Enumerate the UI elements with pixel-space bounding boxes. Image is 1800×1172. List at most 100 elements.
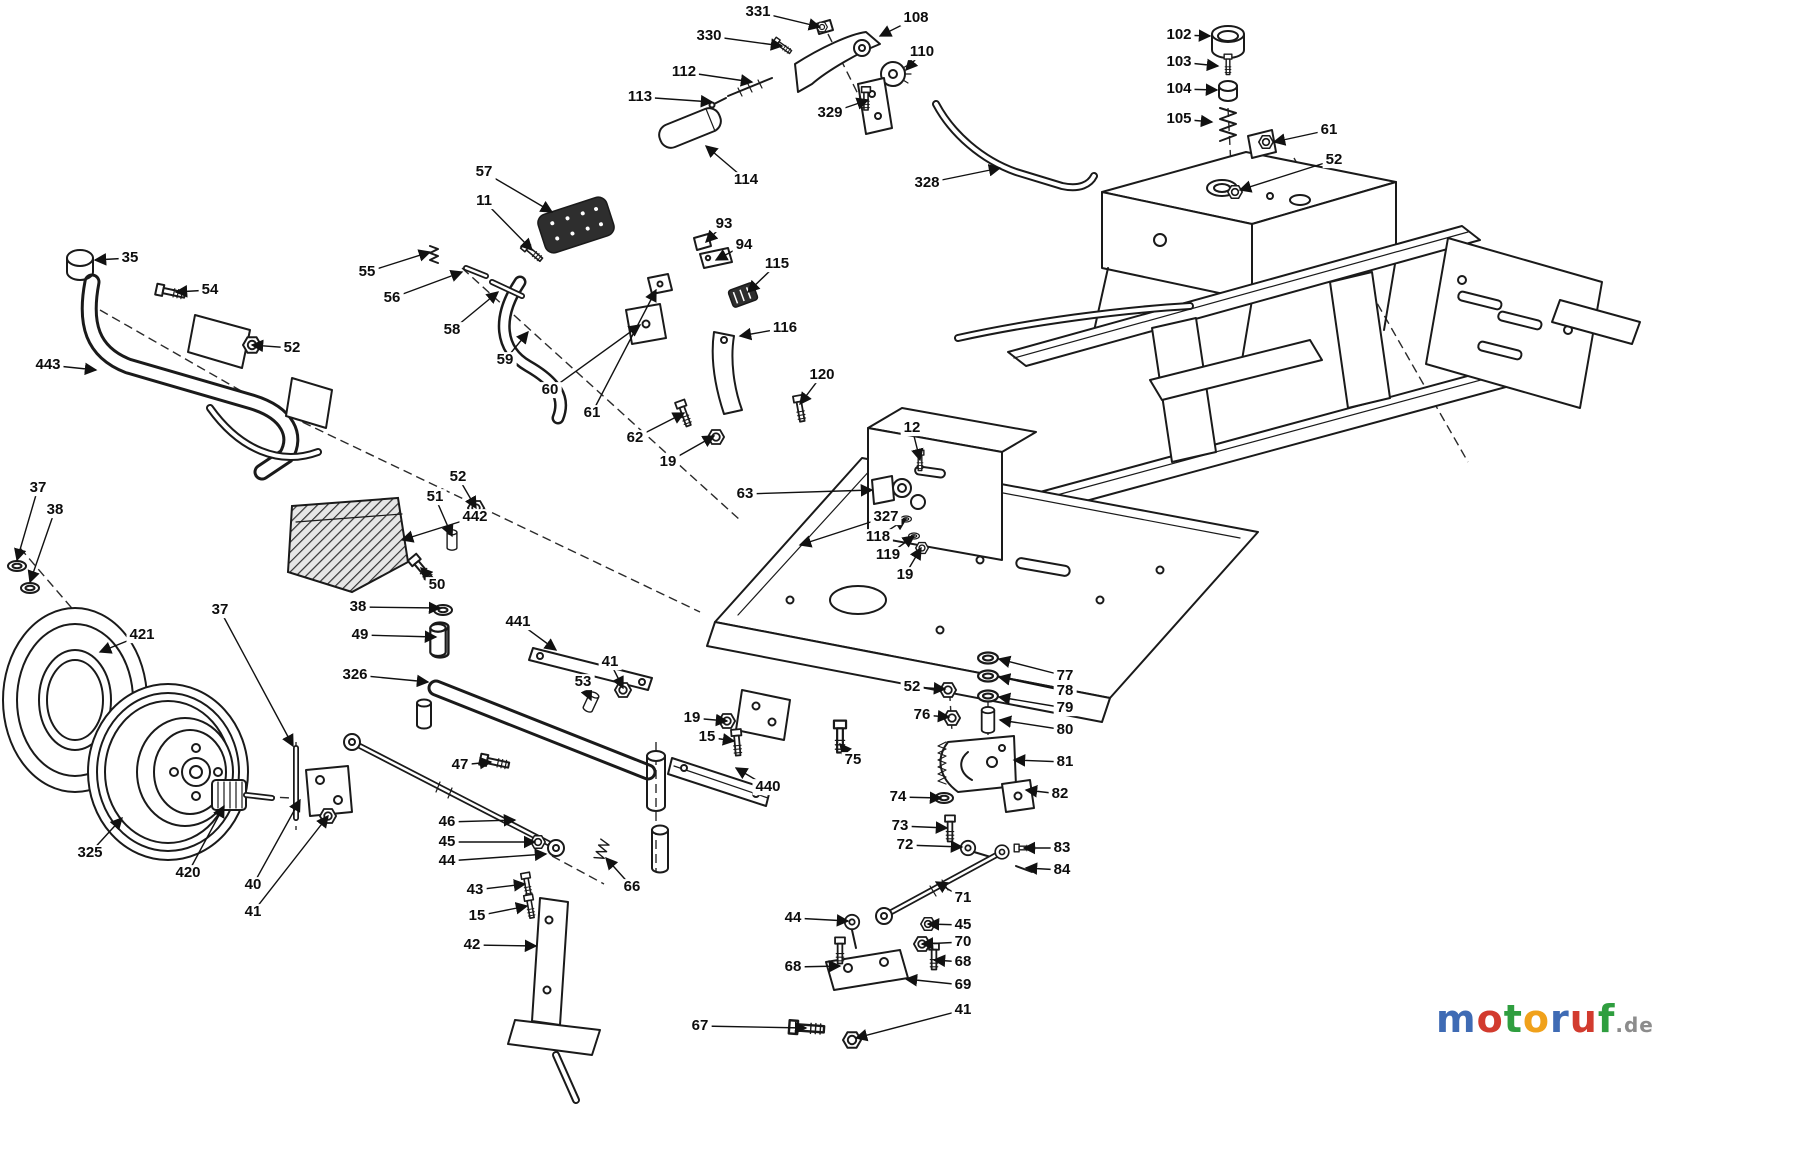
leader-line-61 <box>591 288 657 414</box>
leader-line-115 <box>746 263 778 293</box>
pedal-assembly <box>429 196 759 425</box>
leader-line-102 <box>1178 29 1212 42</box>
leader-line-72 <box>904 840 964 853</box>
logo-letter: f <box>1597 997 1616 1041</box>
leader-line-104 <box>1178 83 1219 97</box>
deflector-442 <box>286 496 410 594</box>
pin-84 <box>1015 865 1033 873</box>
leader-line-110 <box>905 51 923 72</box>
leader-line-103 <box>1178 58 1220 72</box>
leader-line-11 <box>483 200 533 252</box>
spring-55 <box>429 245 439 264</box>
leader-line-38 <box>27 509 56 584</box>
leader-line-61 <box>1272 129 1330 146</box>
leader-line-326 <box>354 674 430 688</box>
drag-link-440 <box>667 757 771 807</box>
leader-line-54 <box>174 285 211 298</box>
leader-line-62 <box>634 412 686 439</box>
leader-line-57 <box>483 171 554 213</box>
front-axle-assembly <box>343 621 669 1104</box>
pedal-pad-57 <box>537 196 615 254</box>
leader-line-74 <box>897 791 943 805</box>
leader-line-52 <box>457 476 477 510</box>
rod-328 <box>932 100 1098 192</box>
leader-line-53 <box>580 681 593 702</box>
leader-line-38 <box>357 601 442 615</box>
bumper-cap-35 <box>66 249 94 267</box>
motoruf-logo-suffix: .de <box>1615 1013 1654 1037</box>
leader-line-330 <box>708 35 784 51</box>
hub-420 <box>211 779 275 811</box>
leader-line-42 <box>471 939 538 953</box>
motoruf-logo[interactable]: motoruf.de <box>1436 1000 1654 1038</box>
leader-line-19 <box>667 435 716 463</box>
seat-support-beam <box>1149 339 1323 401</box>
leader-line-66 <box>605 856 633 888</box>
leader-line-420 <box>187 804 225 874</box>
grip-114 <box>658 107 722 149</box>
motoruf-logo-word: motoruf <box>1436 997 1615 1041</box>
spring-105 <box>1219 107 1237 142</box>
frame <box>954 225 1641 557</box>
brake-lever-assembly <box>658 19 1098 192</box>
sector-gear-81 <box>939 735 1017 793</box>
leader-line-43 <box>474 879 527 892</box>
leader-line-45 <box>926 918 964 931</box>
leader-line-81 <box>1012 754 1066 767</box>
logo-letter: o <box>1476 997 1504 1041</box>
leader-line-58 <box>451 291 500 331</box>
grommet-104 <box>1218 80 1238 92</box>
clip-93 <box>693 233 712 251</box>
leader-line-35 <box>93 253 131 266</box>
leader-line-52 <box>1238 159 1335 193</box>
leader-line-80 <box>998 715 1066 731</box>
leader-line-63 <box>744 484 874 497</box>
logo-letter: o <box>1522 997 1550 1041</box>
rear-arm <box>1551 299 1641 345</box>
leader-line-73 <box>899 821 949 834</box>
leader-line-49 <box>359 630 438 644</box>
latch-63 <box>871 475 895 505</box>
leader-line-112 <box>683 71 754 87</box>
front-wheels <box>2 607 353 861</box>
leader-line-41 <box>252 814 329 913</box>
leader-line-120 <box>799 374 823 406</box>
leader-line-93 <box>705 223 725 243</box>
leader-line-113 <box>639 94 714 108</box>
leader-line-51 <box>434 496 454 538</box>
leader-line-108 <box>878 17 917 37</box>
pan-bracket <box>735 689 791 741</box>
logo-letter: u <box>1569 997 1598 1041</box>
strap-441 <box>528 647 653 691</box>
parts-column-102-105 <box>1211 25 1245 142</box>
logo-letter: m <box>1436 997 1477 1041</box>
leader-line-60 <box>549 324 642 391</box>
leader-line-55 <box>366 249 432 273</box>
leader-line-84 <box>1024 862 1063 875</box>
leader-line-442 <box>400 516 476 543</box>
bracket-42 <box>507 897 601 1104</box>
leader-line-15 <box>706 733 736 746</box>
leader-line-44 <box>792 914 850 927</box>
leader-line-68 <box>932 954 964 968</box>
leader-line-116 <box>738 327 786 341</box>
logo-letter: t <box>1503 997 1523 1041</box>
leader-line-69 <box>904 973 964 987</box>
pin-113 <box>713 97 727 105</box>
front-bumper <box>66 249 333 481</box>
spindle-40 <box>293 745 353 821</box>
leader-line-331 <box>757 11 822 31</box>
leader-line-56 <box>391 269 464 299</box>
leader-line-67 <box>699 1021 808 1035</box>
strap-116 <box>711 331 743 415</box>
cross-member-2 <box>1329 271 1391 409</box>
leader-line-105 <box>1178 114 1214 128</box>
leader-line-328 <box>926 164 1002 184</box>
leader-line-15 <box>476 902 529 917</box>
plate-94 <box>699 247 733 269</box>
leader-line-441 <box>517 621 558 651</box>
leader-line-41 <box>854 1009 964 1042</box>
leader-line-37 <box>14 487 39 562</box>
